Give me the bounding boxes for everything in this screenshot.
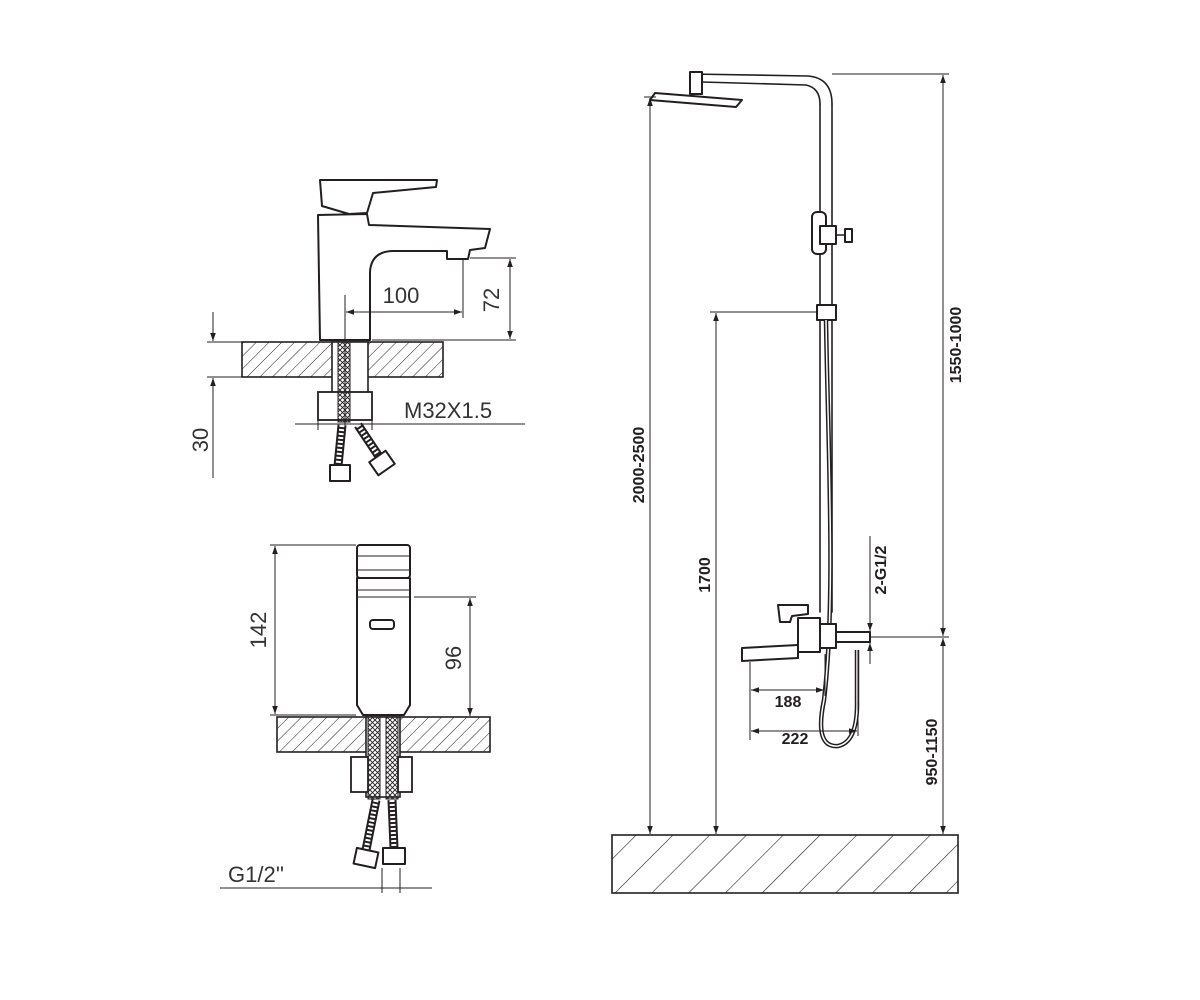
label-mixer-height: 950-1150	[924, 719, 941, 786]
label-column-height: 1550-1000	[948, 307, 965, 384]
hose-holder	[816, 304, 837, 321]
mixer-body	[797, 617, 821, 653]
label-spout-reach: 100	[383, 283, 420, 308]
label-inlet: G1/2''	[228, 862, 284, 887]
label-spout-reach-short: 188	[775, 694, 802, 711]
label-spout-reach-long: 222	[782, 731, 809, 748]
mixer-handle	[777, 604, 809, 623]
shower-system-dimensions: 2000-2500 1700 1550-1000 950-1150 2-G1/2…	[631, 73, 965, 834]
label-front-spout-height: 96	[441, 646, 466, 670]
faucet-handle-lever	[319, 179, 438, 215]
aerator-outlet	[369, 619, 395, 630]
hose-fitting-left	[329, 464, 351, 482]
faucet-body-and-spout	[317, 213, 491, 341]
label-thread: M32X1.5	[404, 398, 492, 423]
slider-bracket	[819, 225, 837, 245]
mounting-nut-right	[397, 756, 413, 793]
supply-hose-front-left-braid	[363, 799, 379, 851]
tub-spout	[741, 644, 799, 662]
hose-fitting-front-left	[352, 846, 380, 870]
shower-system	[611, 71, 959, 894]
shower-arm-bottom	[701, 81, 821, 105]
label-spout-height: 72	[479, 288, 504, 312]
supply-hose-left-braid	[335, 424, 345, 467]
basin-faucet-front-dimensions: 142 96 G1/2''	[220, 544, 476, 893]
slider-knob	[844, 228, 853, 243]
basin-faucet-front-view	[276, 544, 491, 870]
mounting-nut-left	[350, 756, 369, 793]
rain-head-connector	[689, 71, 703, 95]
shank-hose-left	[367, 716, 381, 800]
shower-arm-top	[689, 73, 833, 105]
basin-faucet-side-view	[241, 179, 491, 482]
basin-faucet-side-dimensions: 100 72 30 M32X1.5	[188, 257, 525, 478]
rain-shower-head	[649, 92, 743, 108]
label-total-height-shower: 2000-2500	[631, 427, 648, 504]
label-holder-height: 1700	[697, 557, 714, 593]
supply-hose-right-braid	[355, 423, 383, 460]
faucet-front-body	[356, 577, 411, 716]
label-total-height: 142	[246, 612, 271, 649]
label-counter-thickness: 30	[188, 428, 213, 452]
shank-hose-right	[385, 716, 399, 800]
mixer-diverter	[819, 623, 837, 649]
supply-hose-front-right-braid	[389, 799, 397, 849]
shower-hose-highlight	[820, 319, 858, 747]
floor-section	[611, 834, 959, 894]
mounting-nut-thread	[337, 391, 351, 421]
label-shower-inlet: 2-G1/2	[873, 545, 890, 594]
hose-fitting-right	[368, 449, 396, 477]
wall-connection	[835, 631, 871, 643]
hose-fitting-front-right	[382, 847, 406, 865]
faucet-handle-cap	[356, 544, 411, 579]
